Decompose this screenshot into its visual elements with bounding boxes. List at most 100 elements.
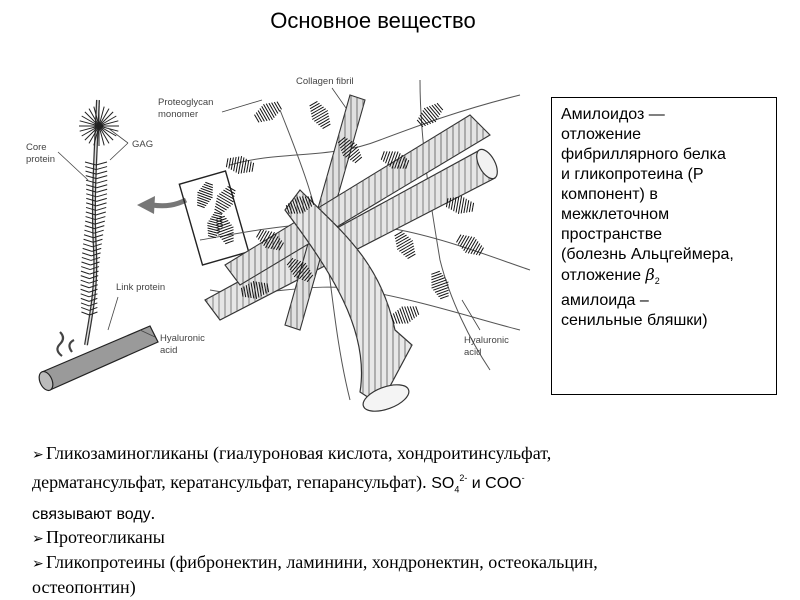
bristle-stroke	[456, 238, 460, 243]
bristle-stroke	[470, 247, 475, 255]
bristle-stroke	[405, 164, 408, 169]
bristle-stroke	[414, 311, 418, 317]
bristle-stroke	[248, 166, 251, 173]
bristle-stroke	[320, 123, 326, 128]
bristle-stroke	[228, 192, 235, 197]
bristle-stroke	[460, 205, 464, 214]
bristle-stroke	[96, 188, 108, 193]
bristle-stroke	[227, 186, 232, 190]
bristle-stroke	[217, 212, 223, 215]
bristle-stroke	[262, 230, 267, 237]
bristle-stroke	[351, 146, 359, 153]
bristle-stroke	[416, 119, 421, 124]
proteoglycan-clusters	[196, 101, 484, 324]
bristle-stroke	[197, 194, 205, 198]
bristle-stroke	[216, 197, 224, 203]
bristle-stroke	[96, 193, 108, 198]
bristle-stroke	[310, 196, 313, 201]
bristle-stroke	[411, 312, 415, 319]
bristle-stroke	[257, 110, 262, 117]
bristle-stroke	[83, 238, 94, 243]
collagen-fibril-4	[284, 189, 413, 412]
magnify-arrow	[137, 196, 188, 214]
bristle-stroke	[197, 196, 204, 200]
bristle-stroke	[441, 286, 449, 291]
bristle-stroke	[227, 195, 235, 200]
bristle-stroke	[431, 277, 438, 281]
bristle-stroke	[80, 297, 90, 302]
bristle-stroke	[409, 250, 416, 255]
bristle-stroke	[226, 231, 234, 236]
bristle-stroke	[273, 101, 278, 108]
bristle-stroke	[96, 202, 107, 207]
bristle-stroke	[394, 160, 398, 169]
bristle-stroke	[215, 200, 223, 205]
info-line: фибриллярного белка	[561, 146, 726, 163]
bristle-stroke	[321, 112, 329, 118]
bristle-stroke	[458, 234, 462, 239]
bristle-stroke	[206, 190, 213, 194]
bristle-stroke	[421, 121, 426, 127]
bristle-stroke	[88, 293, 98, 298]
bristle-stroke	[222, 204, 229, 209]
bristle-stroke	[275, 244, 280, 251]
bristle-stroke	[81, 266, 91, 271]
bristle-stroke	[208, 183, 214, 186]
bristle-stroke	[263, 114, 268, 122]
amyloidosis-info-box: Амилоидоз — отложение фибриллярного белк…	[551, 97, 777, 395]
bristle-stroke	[478, 251, 482, 256]
info-line: сенильные бляшки)	[561, 312, 708, 330]
bristle-stroke	[463, 205, 466, 214]
bristle-stroke	[396, 161, 401, 169]
bristle-stroke	[299, 262, 307, 271]
bristle-stroke	[86, 197, 97, 202]
info-line: и гликопротеина (Р	[561, 166, 704, 183]
bristle-stroke	[474, 241, 479, 248]
bristle-stroke	[456, 196, 460, 205]
bristle-stroke	[255, 281, 259, 290]
bristle-stroke	[213, 231, 219, 234]
bristle-stroke	[274, 236, 279, 243]
bristle-stroke	[295, 260, 302, 267]
label-link-protein: Link protein	[116, 282, 165, 293]
bristle-stroke	[476, 243, 481, 250]
bristle-stroke	[339, 143, 346, 149]
bristle-stroke	[411, 253, 416, 257]
bristle-stroke	[85, 206, 97, 211]
bristle-stroke	[223, 189, 230, 194]
bristle-stroke	[287, 209, 290, 214]
bristle-stroke	[396, 242, 404, 248]
bristle-stroke	[95, 161, 108, 166]
bristle-stroke	[85, 211, 96, 216]
bristle-stroke	[278, 240, 283, 246]
bristle-stroke	[397, 317, 401, 324]
bristle-stroke	[298, 273, 305, 280]
bristle-stroke	[313, 101, 318, 105]
bristle-stroke	[225, 241, 230, 245]
bristle-stroke	[322, 125, 327, 129]
bristle-stroke	[315, 104, 322, 109]
bristle-stroke	[401, 249, 408, 254]
bristle-stroke	[296, 196, 301, 206]
bristle-stroke	[267, 111, 273, 121]
bristle-stroke	[462, 197, 465, 206]
bristle-stroke	[318, 108, 326, 114]
bristle-stroke	[341, 136, 346, 141]
bristle-stroke	[412, 306, 416, 312]
bristle-stroke	[225, 229, 234, 233]
bristle-stroke	[399, 162, 403, 169]
bristle-stroke	[95, 216, 106, 221]
bristle-stroke	[221, 191, 228, 196]
bristle-stroke	[422, 110, 429, 117]
bristle-stroke	[80, 284, 90, 289]
bristle-stroke	[301, 203, 306, 212]
bristle-stroke	[239, 156, 243, 166]
bristle-stroke	[265, 230, 270, 238]
bristle-stroke	[451, 197, 454, 204]
bristle-stroke	[304, 196, 308, 203]
bristle-stroke	[455, 204, 458, 213]
bristle-stroke	[399, 308, 404, 317]
bristle-stroke	[468, 206, 471, 213]
bristle-stroke	[260, 229, 265, 236]
